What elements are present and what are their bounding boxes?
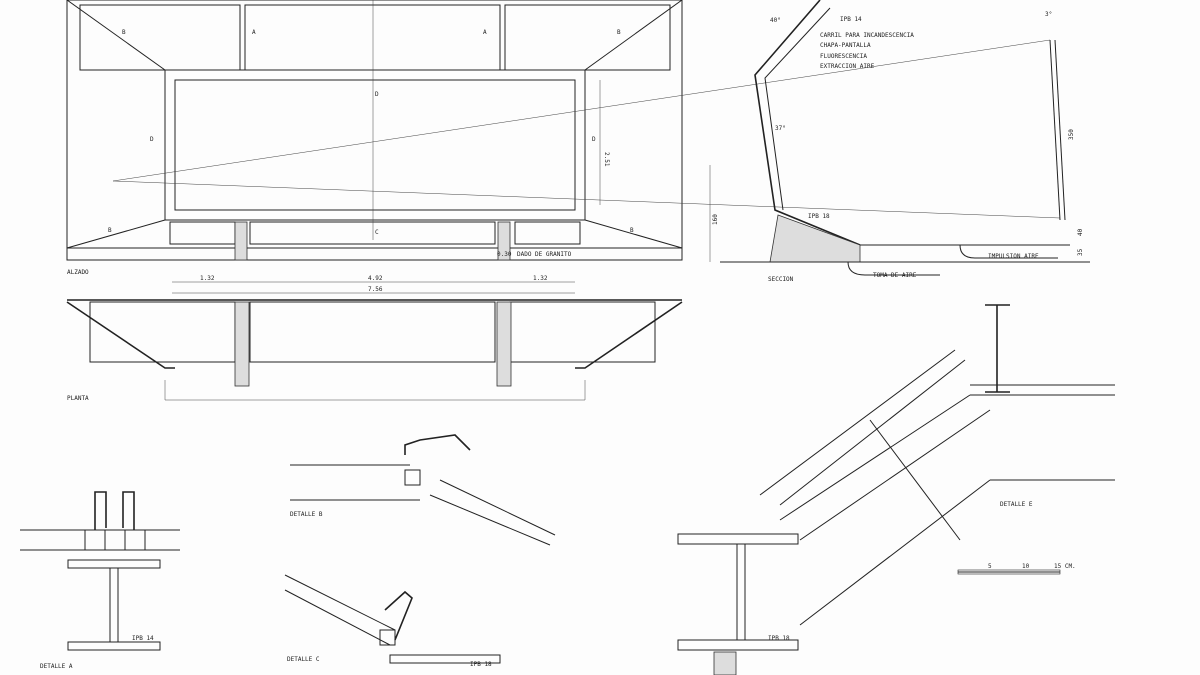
beam-label-bottom: IPB 18 <box>808 213 830 220</box>
section-mark-b: B <box>630 227 634 234</box>
dimension-160: 160 <box>712 214 719 225</box>
scale-bar: 5 10 15 CM. <box>957 563 1076 575</box>
section-mark-a: A <box>483 29 487 36</box>
section-mark-b: B <box>108 227 112 234</box>
detalle-a: IPB 14 DETALLE A <box>20 491 180 670</box>
dimension-total: 7.56 <box>368 286 383 293</box>
dimension-40: 40 <box>1077 228 1084 236</box>
dimension-35: 35 <box>1077 248 1084 256</box>
detalle-e-title: DETALLE E <box>1000 501 1033 508</box>
scale-tick: 10 <box>1022 563 1030 570</box>
beam-label: IPB 18 <box>768 635 790 642</box>
alzado-elevation: B A A B B B C D D D 2.51 0.30 DADO DE GR… <box>66 0 1061 294</box>
granite-label: DADO DE GRANITO <box>517 251 572 258</box>
section-mark-d: D <box>150 136 154 143</box>
beam-label-top: IPB 14 <box>840 16 862 23</box>
section-mark-b: B <box>617 29 621 36</box>
angle-top: 40° <box>770 17 781 24</box>
seccion-section: IPB 14 40° 37° 3° CARRIL PARA INCANDESCE… <box>709 0 1090 283</box>
dimension-left: 1.32 <box>200 275 215 282</box>
seccion-title: SECCION <box>768 276 794 283</box>
section-mark-c: C <box>375 229 379 236</box>
section-mark-b: B <box>122 29 126 36</box>
detalle-b-title: DETALLE B <box>290 511 323 518</box>
section-mark-d: D <box>375 91 379 98</box>
angle-right: 3° <box>1045 11 1052 18</box>
callout-label: EXTRACCION AIRE <box>820 63 875 70</box>
alzado-title: ALZADO <box>67 269 89 276</box>
planta-plan: PLANTA <box>66 299 683 402</box>
scale-tick: 5 <box>988 563 992 570</box>
callout-label: FLUORESCENCIA <box>820 53 867 60</box>
section-mark-a: A <box>252 29 256 36</box>
detalle-a-title: DETALLE A <box>40 663 73 670</box>
impulsion-label: IMPULSION AIRE <box>988 253 1039 260</box>
beam-label: IPB 18 <box>470 661 492 668</box>
angle-mid: 37° <box>775 125 786 132</box>
detalle-c-title: DETALLE C <box>287 656 320 663</box>
section-mark-d: D <box>592 136 596 143</box>
height-dimension: 2.51 <box>603 152 610 167</box>
detalle-c: IPB 18 DETALLE C <box>284 574 501 668</box>
beam-label: IPB 14 <box>132 635 154 642</box>
dimension-right: 1.32 <box>533 275 548 282</box>
callout-label: CARRIL PARA INCANDESCENCIA <box>820 32 914 39</box>
granite-dimension: 0.30 <box>497 251 512 258</box>
scale-tick: 15 CM. <box>1054 563 1076 570</box>
detalle-b: DETALLE B <box>290 434 556 546</box>
detalle-e: IPB 18 DETALLE E <box>677 304 1115 675</box>
toma-label: TOMA DE AIRE <box>873 272 917 279</box>
dimension-350: 350 <box>1068 129 1075 140</box>
planta-title: PLANTA <box>67 395 89 402</box>
dimension-center: 4.92 <box>368 275 383 282</box>
callout-label: CHAPA-PANTALLA <box>820 42 871 49</box>
